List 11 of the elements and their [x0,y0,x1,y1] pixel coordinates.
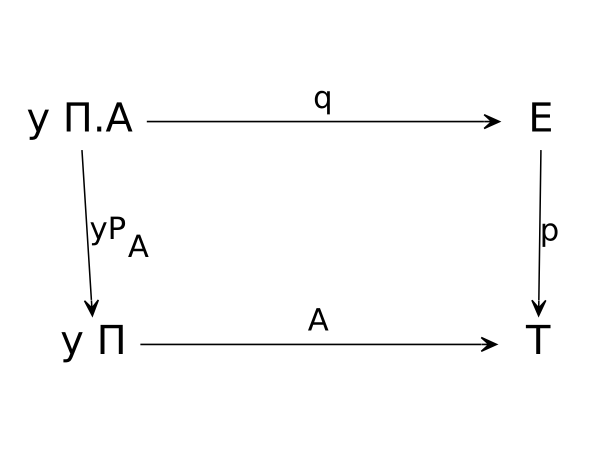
arrow [140,336,498,352]
edge-label: A [308,302,329,339]
arrow [531,150,547,316]
arrow [146,114,500,130]
node-text: y Π [60,318,127,364]
node-text: y Π.A [26,95,133,142]
node-text: E [528,95,554,142]
node-text: T [526,318,550,364]
edge-label: p [540,212,560,249]
arrow [81,150,100,316]
edge-label: q [313,80,333,116]
